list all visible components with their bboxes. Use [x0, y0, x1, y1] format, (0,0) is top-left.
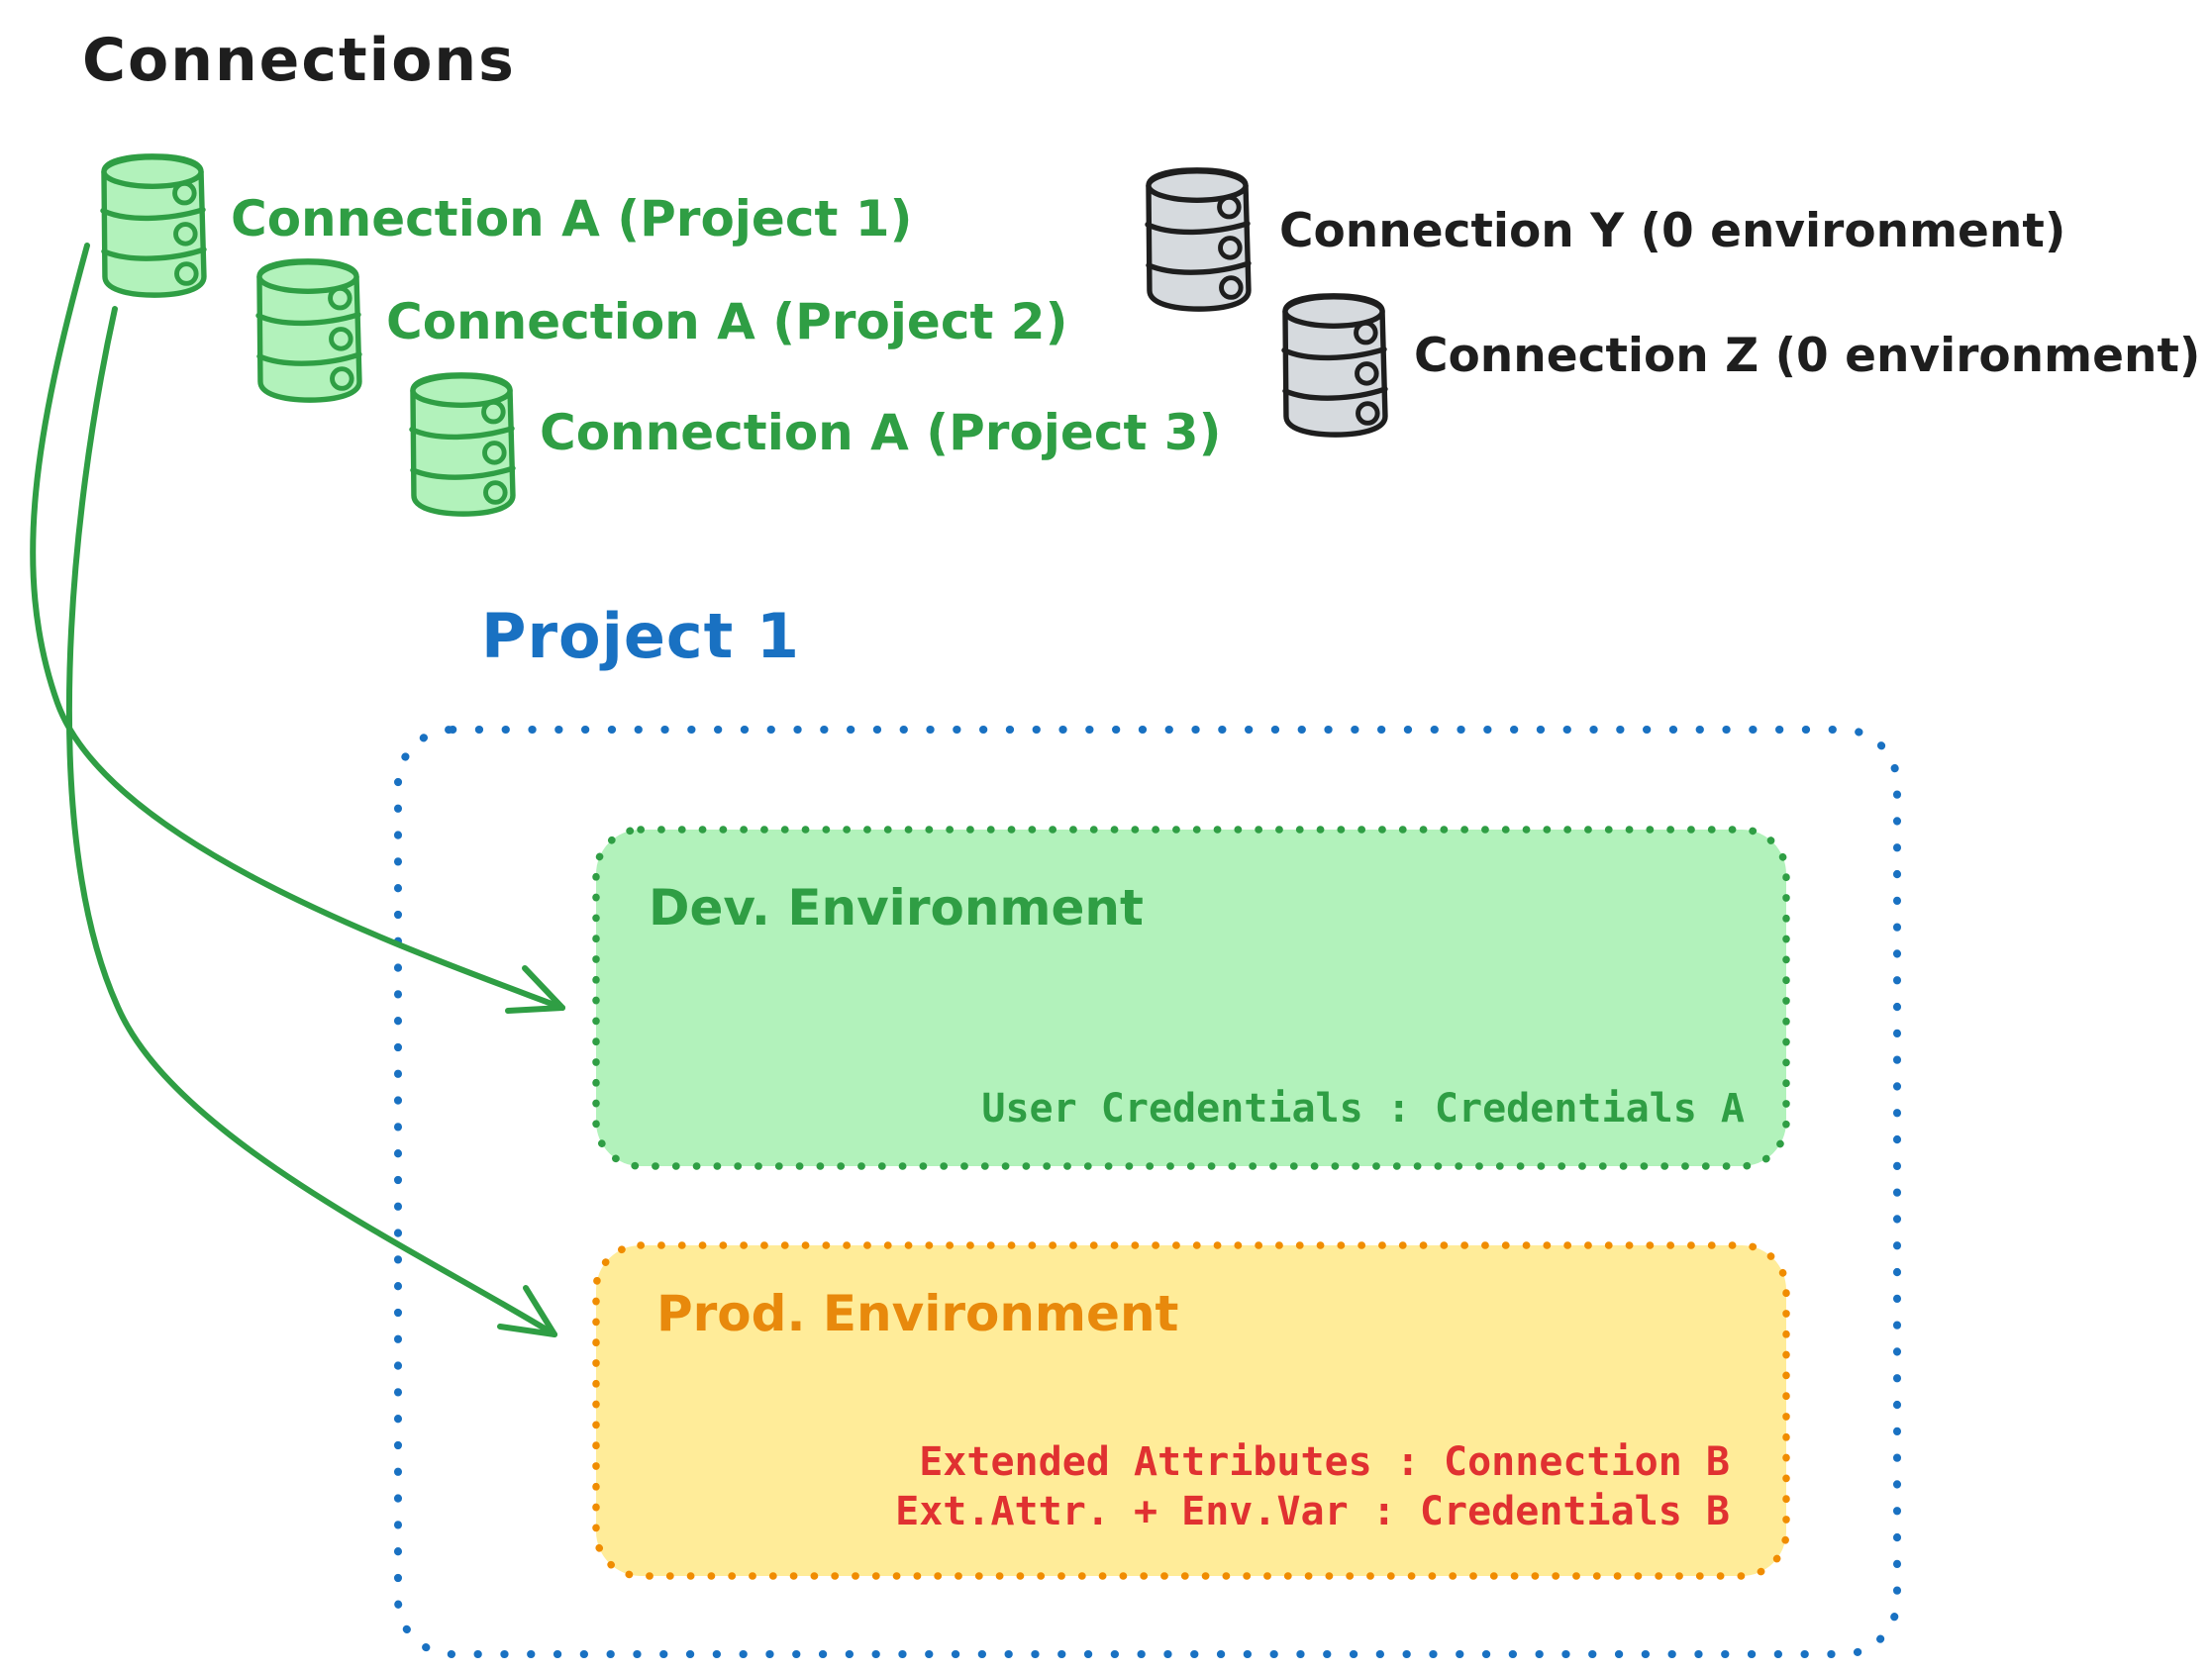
arrow-connection-a-to-prod: [65, 306, 557, 1337]
label-connection-a-project3: Connection A (Project 3): [540, 404, 1222, 461]
page-title: Connections: [82, 26, 516, 95]
database-icon-connection-a-project3: [403, 369, 520, 520]
dev-environment-box: [592, 826, 1790, 1170]
prod-environment-title: Prod. Environment: [656, 1285, 1179, 1342]
database-icon-connection-z: [1275, 290, 1392, 441]
prod-credentials-line1: Extended Attributes : Connection B: [919, 1439, 1730, 1485]
label-connection-a-project1: Connection A (Project 1): [231, 190, 913, 247]
prod-environment-box: [592, 1241, 1790, 1580]
dev-environment-title: Dev. Environment: [649, 879, 1144, 936]
project1-box: [394, 726, 1901, 1658]
prod-credentials-line2: Ext.Attr. + Env.Var : Credentials B: [895, 1489, 1730, 1534]
arrow-connection-a-to-dev: [30, 243, 565, 1014]
label-connection-z: Connection Z (0 environment): [1414, 329, 2201, 383]
database-icon-connection-y: [1139, 164, 1256, 315]
database-icon-connection-a-project1: [94, 150, 211, 301]
prod-credentials-lines: Extended Attributes : Connection B Ext.A…: [895, 1437, 1730, 1536]
label-connection-y: Connection Y (0 environment): [1279, 204, 2066, 258]
dev-credentials-line: User Credentials : Credentials A: [981, 1086, 1745, 1132]
project1-title: Project 1: [481, 600, 801, 672]
label-connection-a-project2: Connection A (Project 2): [386, 293, 1068, 350]
database-icon-connection-a-project2: [250, 255, 366, 406]
